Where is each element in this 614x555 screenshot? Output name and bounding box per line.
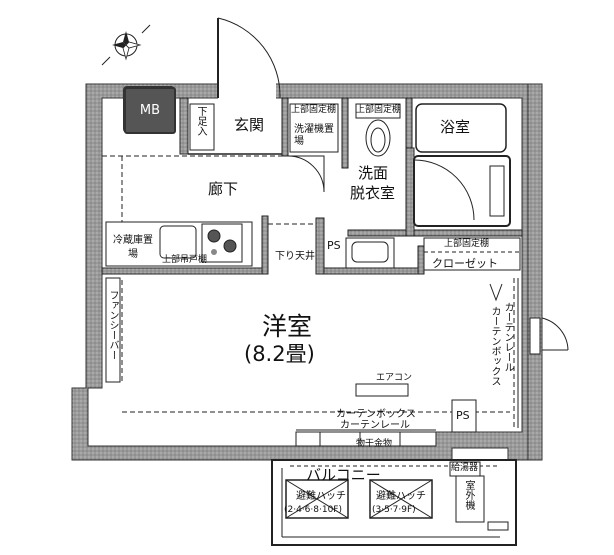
mb-label: MB bbox=[139, 103, 161, 118]
curtain-rail-bottom-label: カーテンレール bbox=[340, 420, 410, 431]
western-room-label: 洋室 bbox=[262, 312, 313, 341]
compass-rose-icon bbox=[101, 24, 151, 66]
fan-beam bbox=[105, 277, 121, 383]
closet bbox=[423, 237, 521, 271]
curtain-box-bottom-label: カーテンボックス bbox=[336, 409, 416, 420]
lowered-ceiling-label: 下り天井 bbox=[275, 251, 315, 262]
hallway-label: 廊下 bbox=[208, 180, 239, 198]
right-window bbox=[529, 317, 569, 355]
evac-hatch-left-label: 避難ハッチ bbox=[296, 491, 346, 502]
mb-box: MB bbox=[124, 87, 176, 134]
kitchen-counter bbox=[105, 221, 253, 267]
outdoor-unit-label: 室外機 bbox=[463, 480, 474, 510]
upper-shelf-toilet-label: 上部固定棚 bbox=[356, 105, 402, 115]
air-conditioner bbox=[355, 383, 409, 397]
washroom-label-2: 脱衣室 bbox=[350, 184, 396, 202]
balcony-label: バルコニー bbox=[306, 466, 381, 484]
laundry-space-label: 洗濯機置場 bbox=[294, 124, 334, 147]
ps-right-box bbox=[451, 399, 477, 433]
upper-shelf-closet-label: 上部固定棚 bbox=[444, 239, 490, 249]
clothes-rack-label: 物干金物 bbox=[356, 439, 393, 449]
upper-shelf-laundry-label: 上部固定棚 bbox=[291, 105, 337, 115]
ps-right-label: PS bbox=[456, 409, 470, 422]
ps-center-label: PS bbox=[327, 239, 341, 252]
western-room-size-label: (8.2畳) bbox=[244, 342, 315, 366]
evac-floors-right-label: (3·5·7·9F) bbox=[372, 505, 416, 515]
laundry-area bbox=[289, 103, 339, 153]
evac-floors-left-label: (2·4·6·8·10F) bbox=[284, 505, 342, 515]
curtain-rail-right bbox=[489, 278, 519, 428]
ceiling-lines bbox=[102, 155, 316, 225]
fridge-space-label: 冷蔵庫置場 bbox=[113, 235, 153, 260]
evac-hatch-right-label: 避難ハッチ bbox=[376, 491, 426, 502]
entrance-door bbox=[217, 17, 281, 102]
balcony bbox=[271, 459, 517, 546]
exterior-walls bbox=[71, 83, 543, 461]
curtain-rail-right-label: カーテンレール bbox=[502, 302, 513, 372]
washroom-door bbox=[287, 155, 325, 193]
air-conditioner-label: エアコン bbox=[376, 373, 413, 383]
washroom-label-1: 洗面 bbox=[358, 164, 389, 182]
shoe-cabinet bbox=[189, 103, 215, 151]
upper-shelf-kitchen-label: 上部吊戸棚 bbox=[162, 255, 208, 265]
bathroom-label: 浴室 bbox=[440, 118, 471, 136]
washbasin bbox=[345, 237, 395, 269]
shoe-storage-label: 下足入 bbox=[195, 106, 206, 136]
closet-label: クローゼット bbox=[432, 257, 498, 270]
curtain-box-right-label: カーテンボックス bbox=[489, 306, 500, 386]
bottom-window bbox=[122, 411, 510, 447]
water-heater-label: 給湯器 bbox=[451, 463, 479, 473]
fan-beam-label: ファンシーバー bbox=[107, 290, 118, 360]
bathtub bbox=[413, 103, 511, 227]
toilet bbox=[355, 103, 401, 157]
entrance-label: 玄関 bbox=[234, 116, 265, 134]
